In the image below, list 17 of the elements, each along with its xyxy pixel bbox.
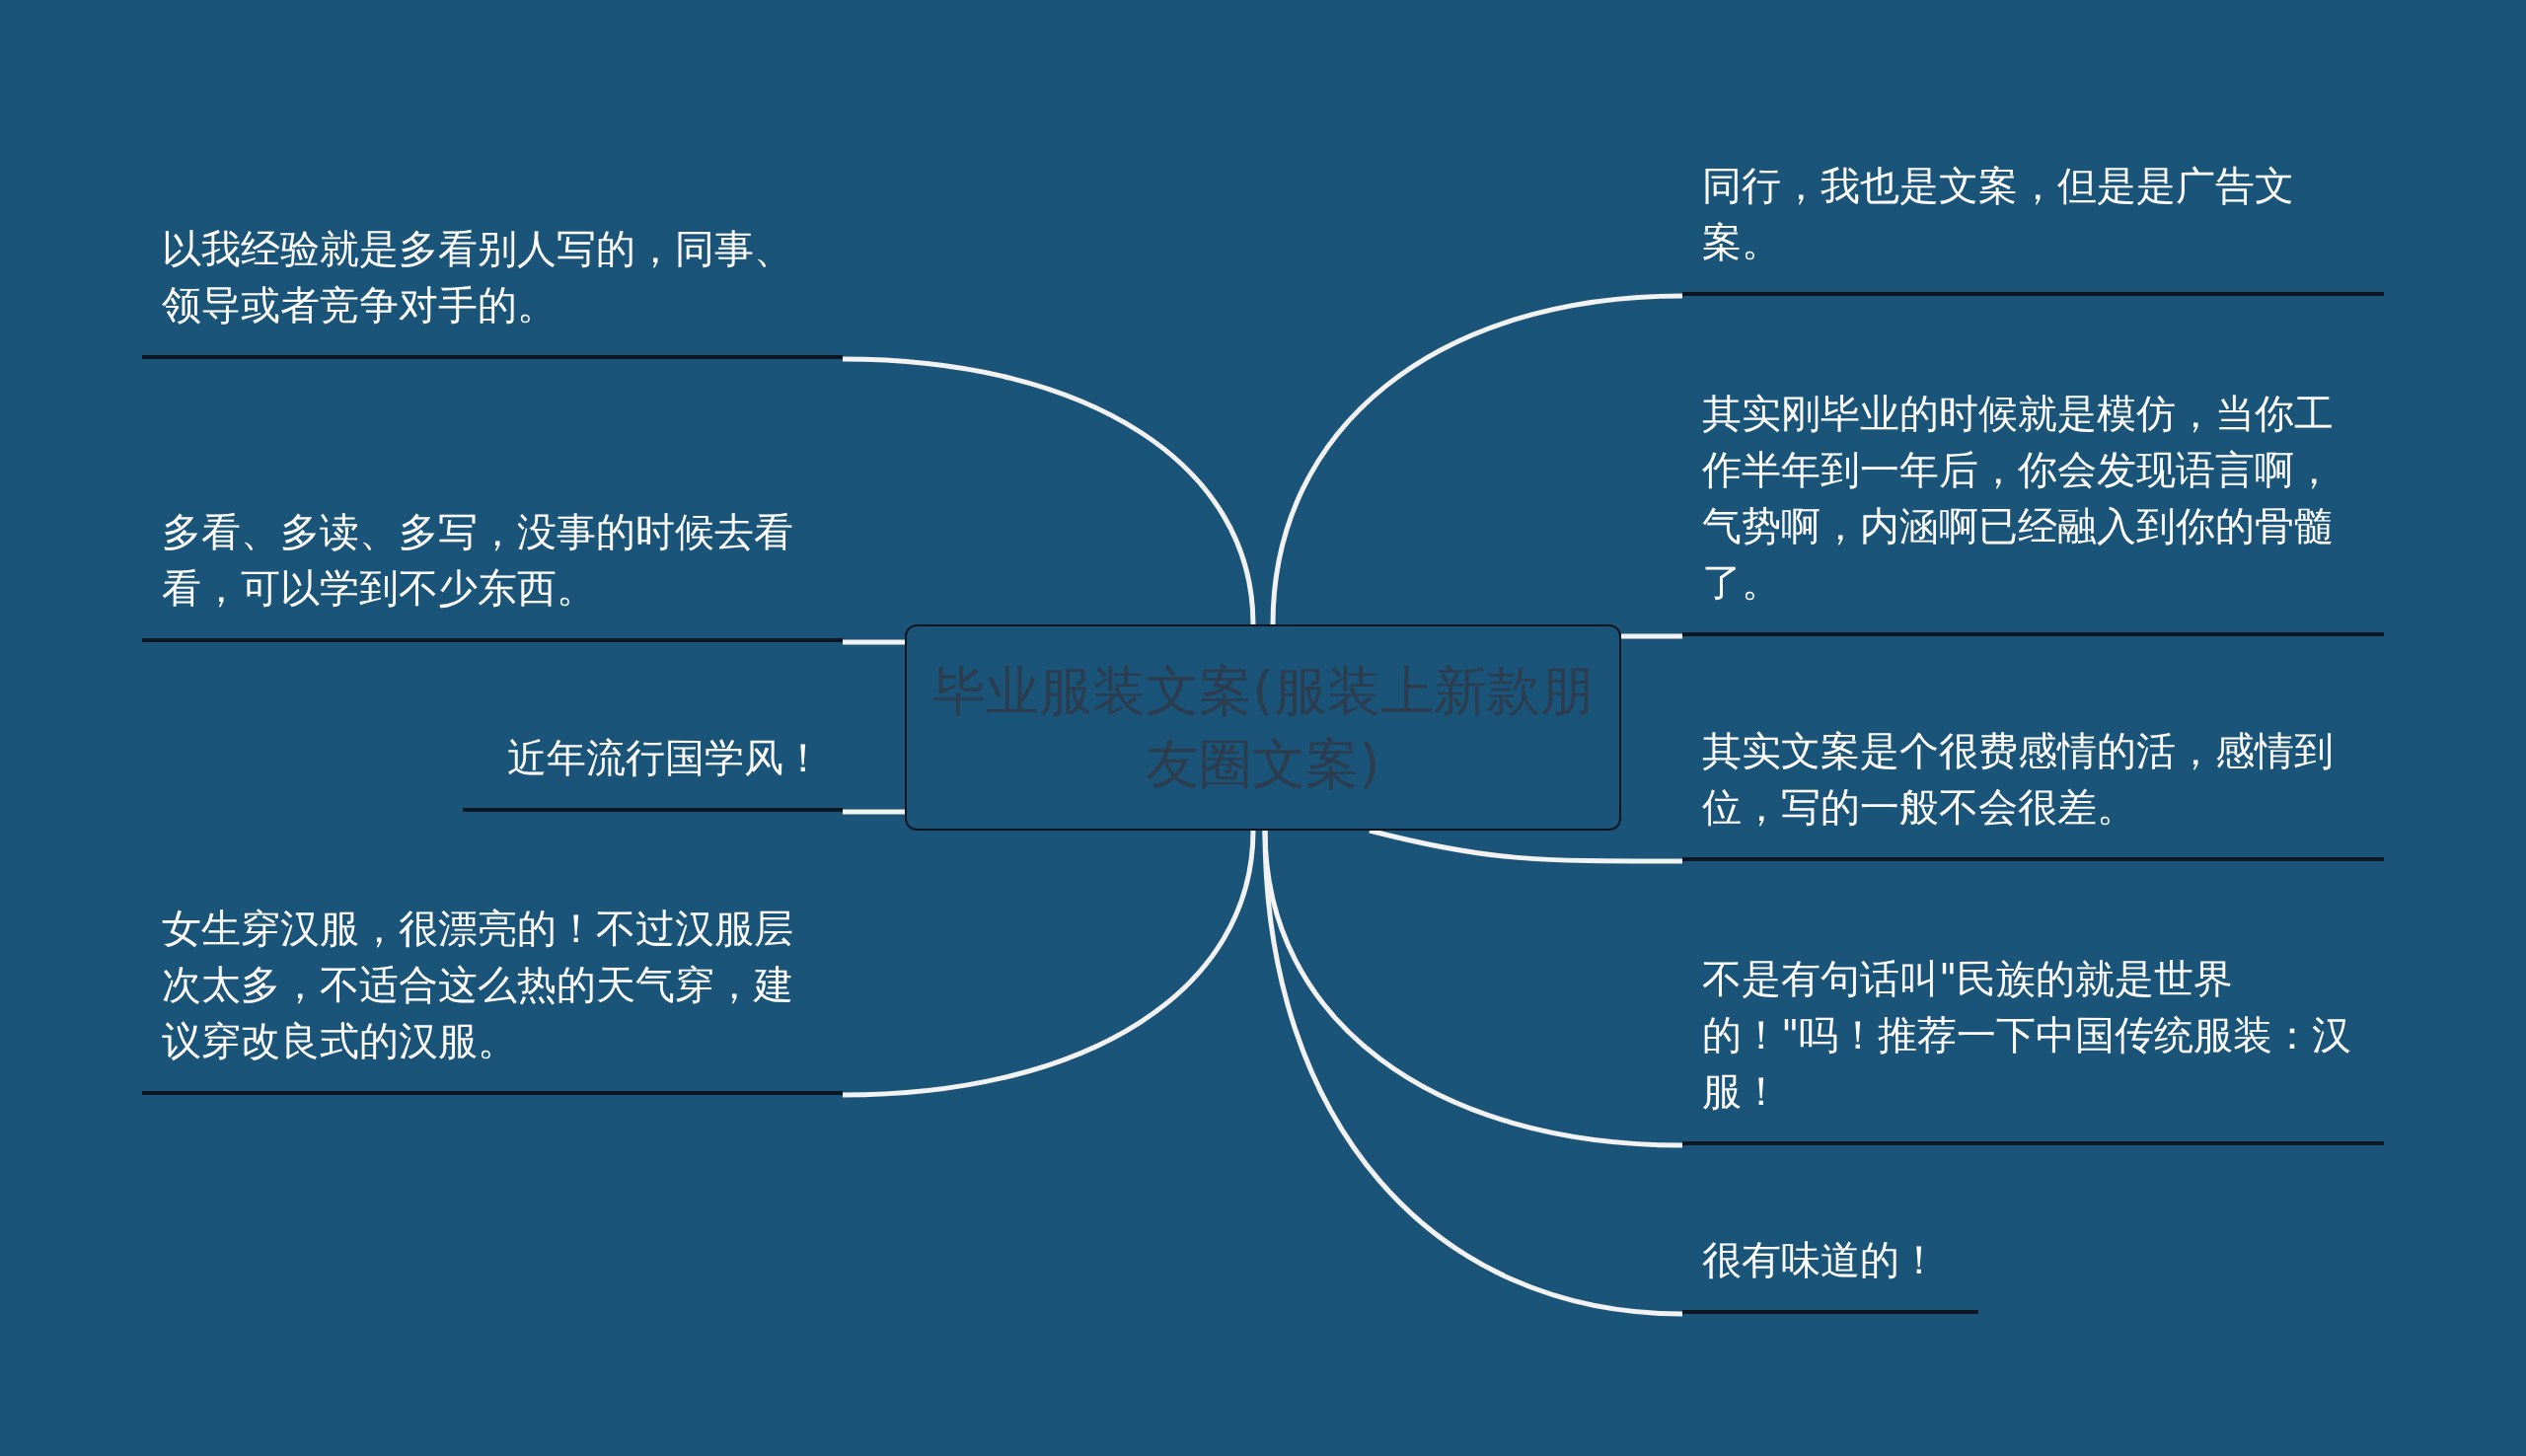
- connector-curve: [843, 639, 905, 645]
- connector-curve: [1262, 830, 1683, 1317]
- connector-curve: [843, 809, 905, 815]
- underlined-topic: 同行，我也是文案，但是是广告文案。: [1682, 148, 2384, 296]
- underlined-topic: 女生穿汉服，很漂亮的！不过汉服层次太多，不适合这么热的天气穿，建议穿改良式的汉服。: [142, 898, 843, 1095]
- underlined-topic: 近年流行国学风！: [463, 723, 843, 812]
- underlined-topic: 不是有句话叫"民族的就是世界的！"吗！推荐一下中国传统服装：汉服！: [1682, 948, 2384, 1145]
- underlined-topic: 其实文案是个很费感情的活，感情到位，写的一般不会很差。: [1682, 713, 2384, 861]
- connector-curve: [842, 356, 1256, 625]
- underlined-topic: 其实刚毕业的时候就是模仿，当你工作半年到一年后，你会发现语言啊，气势啊，内涵啊已经融入到你的骨髓了。: [1682, 380, 2384, 636]
- connector-curve: [842, 830, 1256, 1098]
- underlined-topic: 以我经验就是多看别人写的，同事、领导或者竞争对手的。: [142, 211, 843, 359]
- underlined-topic: 很有味道的！: [1682, 1225, 1978, 1314]
- connector-curve: [1369, 828, 1682, 864]
- connector-curve: [1621, 633, 1682, 639]
- underlined-topic: 多看、多读、多写，没事的时候去看看，可以学到不少东西。: [142, 445, 843, 642]
- connector-curve: [1270, 293, 1683, 625]
